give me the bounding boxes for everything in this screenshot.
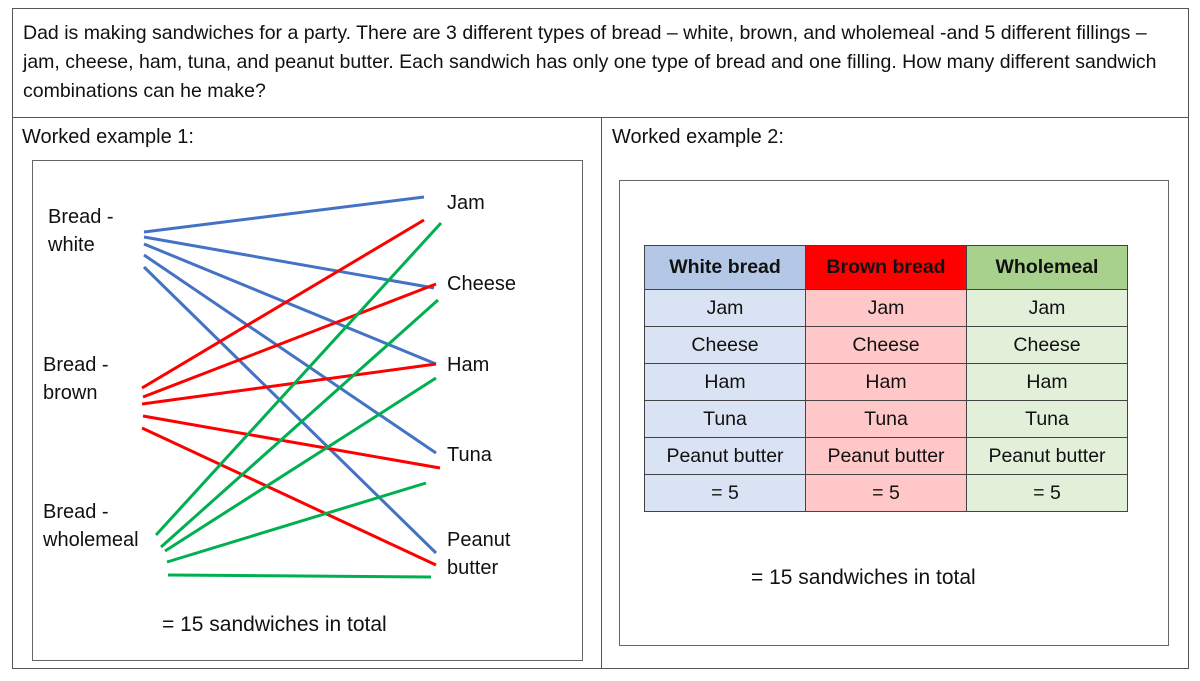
table-cell: Tuna	[966, 400, 1128, 438]
combination-line	[143, 195, 425, 234]
table-cell: Cheese	[966, 326, 1128, 364]
table-cell: Jam	[966, 289, 1128, 327]
example2-heading: Worked example 2:	[612, 126, 784, 148]
combination-line	[143, 253, 437, 455]
table-cell: = 5	[644, 474, 806, 512]
table-cell: Peanut butter	[805, 437, 967, 475]
table-cell: Ham	[966, 363, 1128, 401]
combination-line	[164, 376, 437, 553]
combination-line	[154, 221, 443, 537]
table-cell: Jam	[644, 289, 806, 327]
example2-total: = 15 sandwiches in total	[751, 566, 976, 589]
col-brown-bread: Brown bread	[805, 245, 967, 290]
table-frame	[619, 180, 1169, 646]
filling-tuna: Tuna	[447, 444, 492, 466]
combination-line	[142, 282, 437, 399]
combination-line	[142, 265, 438, 555]
example1-total: = 15 sandwiches in total	[162, 613, 387, 636]
table-cell: Tuna	[805, 400, 967, 438]
filling-jam: Jam	[447, 192, 485, 214]
table-cell: Cheese	[644, 326, 806, 364]
table-cell: Jam	[805, 289, 967, 327]
combination-line	[142, 414, 441, 470]
table-header-row: White bread Brown bread Wholemeal	[644, 245, 1128, 290]
example2-panel	[601, 117, 1189, 669]
filling-cheese: Cheese	[447, 273, 516, 295]
table-cell: Ham	[805, 363, 967, 401]
col-white-bread: White bread	[644, 245, 806, 290]
table-cell: Tuna	[644, 400, 806, 438]
bread-wholemeal-label: Bread -wholemeal	[43, 501, 139, 551]
table-cell: Peanut butter	[644, 437, 806, 475]
combination-line	[141, 362, 437, 406]
combination-line	[141, 426, 437, 567]
col-wholemeal: Wholemeal	[966, 245, 1128, 290]
combination-line	[141, 218, 425, 390]
combination-line	[167, 573, 432, 579]
tree-diagram-frame	[32, 160, 583, 661]
question-text: Dad is making sandwiches for a party. Th…	[12, 8, 1189, 118]
table-cell: Ham	[644, 363, 806, 401]
filling-ham: Ham	[447, 354, 490, 376]
table-cell: Peanut butter	[966, 437, 1128, 475]
table-cell: = 5	[966, 474, 1128, 512]
table-row: = 5= 5= 5	[644, 474, 1128, 512]
table-cell: = 5	[805, 474, 967, 512]
bread-brown-label: Bread -brown	[43, 354, 109, 404]
combination-line	[143, 235, 435, 290]
combination-line	[160, 298, 439, 549]
combination-line	[166, 481, 427, 564]
table-cell: Cheese	[805, 326, 967, 364]
example1-heading: Worked example 1:	[22, 126, 194, 148]
bread-white-label: Bread -white	[48, 206, 114, 256]
